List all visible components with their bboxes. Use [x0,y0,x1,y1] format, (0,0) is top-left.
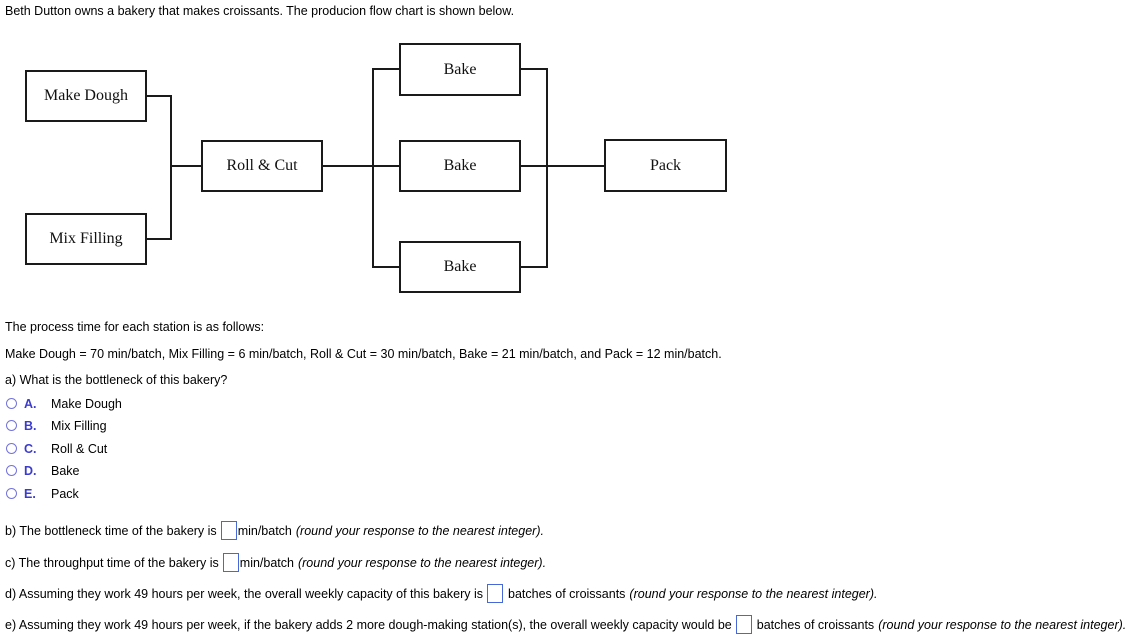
connector-line [372,68,374,268]
radio-button-d[interactable] [6,465,17,476]
question-c-note: (round your response to the nearest inte… [297,555,547,570]
question-e-row: e) Assuming they work 49 hours per week,… [5,614,1126,635]
question-d-input[interactable] [487,584,503,603]
option-row-d[interactable]: D. Bake [6,463,80,478]
flow-node-label: Bake [443,60,477,78]
question-b-note: (round your response to the nearest inte… [295,523,544,538]
connector-line [519,68,547,70]
question-b-unit: min/batch [237,523,292,538]
flow-node-make-dough: Make Dough [25,70,147,122]
option-label: Roll & Cut [51,441,108,456]
question-d-unit: batches of croissants [508,586,626,601]
question-intro: Beth Dutton owns a bakery that makes cro… [5,4,515,18]
connector-line [373,266,401,268]
connector-line [321,165,401,167]
option-label: Mix Filling [51,418,107,433]
flow-node-label: Roll & Cut [226,157,298,174]
question-d-row: d) Assuming they work 49 hours per week,… [5,583,877,604]
connector-line [170,95,172,240]
question-b-input[interactable] [220,521,237,540]
question-e-text: e) Assuming they work 49 hours per week,… [5,617,732,632]
option-letter: B. [24,418,37,433]
question-c-text: c) The throughput time of the bakery is [5,555,219,570]
flow-node-mix-filling: Mix Filling [25,213,147,265]
question-e-note: (round your response to the nearest inte… [878,617,1127,632]
question-e-input[interactable] [735,615,752,634]
process-time-heading: The process time for each station is as … [5,320,265,334]
connector-line [170,165,203,167]
connector-line [373,68,401,70]
radio-button-c[interactable] [6,443,17,454]
flow-node-label: Mix Filling [49,230,123,247]
radio-button-a[interactable] [6,398,17,409]
question-c-row: c) The throughput time of the bakery is … [5,552,546,573]
flow-node-bake-2: Bake [399,140,521,192]
option-row-a[interactable]: A. Make Dough [6,396,122,411]
option-row-e[interactable]: E. Pack [6,486,79,501]
option-label: Bake [51,463,80,478]
question-b-row: b) The bottleneck time of the bakery is … [5,520,544,541]
question-d-note: (round your response to the nearest inte… [629,586,878,601]
flow-node-bake-1: Bake [399,43,521,96]
question-c-unit: min/batch [239,555,294,570]
question-e-unit: batches of croissants [756,617,875,632]
connector-line [519,266,547,268]
option-row-c[interactable]: C. Roll & Cut [6,441,107,456]
connector-line [147,238,172,240]
question-a-prompt: a) What is the bottleneck of this bakery… [5,373,228,387]
process-time-values: Make Dough = 70 min/batch, Mix Filling =… [5,347,722,361]
question-d-text: d) Assuming they work 49 hours per week,… [5,586,483,601]
connector-line [546,68,548,268]
option-letter: A. [24,396,37,411]
flow-node-label: Bake [443,157,477,174]
connector-line [519,165,605,167]
question-c-input[interactable] [222,553,239,572]
option-label: Make Dough [51,396,122,411]
option-letter: E. [24,486,36,501]
flow-node-bake-3: Bake [399,241,521,293]
flow-node-label: Pack [649,156,682,174]
flow-node-label: Bake [443,258,477,275]
flow-node-roll-cut: Roll & Cut [201,140,323,192]
option-letter: C. [24,441,37,456]
radio-button-e[interactable] [6,488,17,499]
option-label: Pack [51,486,79,501]
option-letter: D. [24,463,37,478]
option-row-b[interactable]: B. Mix Filling [6,418,107,433]
connector-line [147,95,172,97]
question-b-text: b) The bottleneck time of the bakery is [5,523,217,538]
radio-button-b[interactable] [6,420,17,431]
flow-node-pack: Pack [604,139,727,192]
flow-node-label: Make Dough [44,87,128,104]
